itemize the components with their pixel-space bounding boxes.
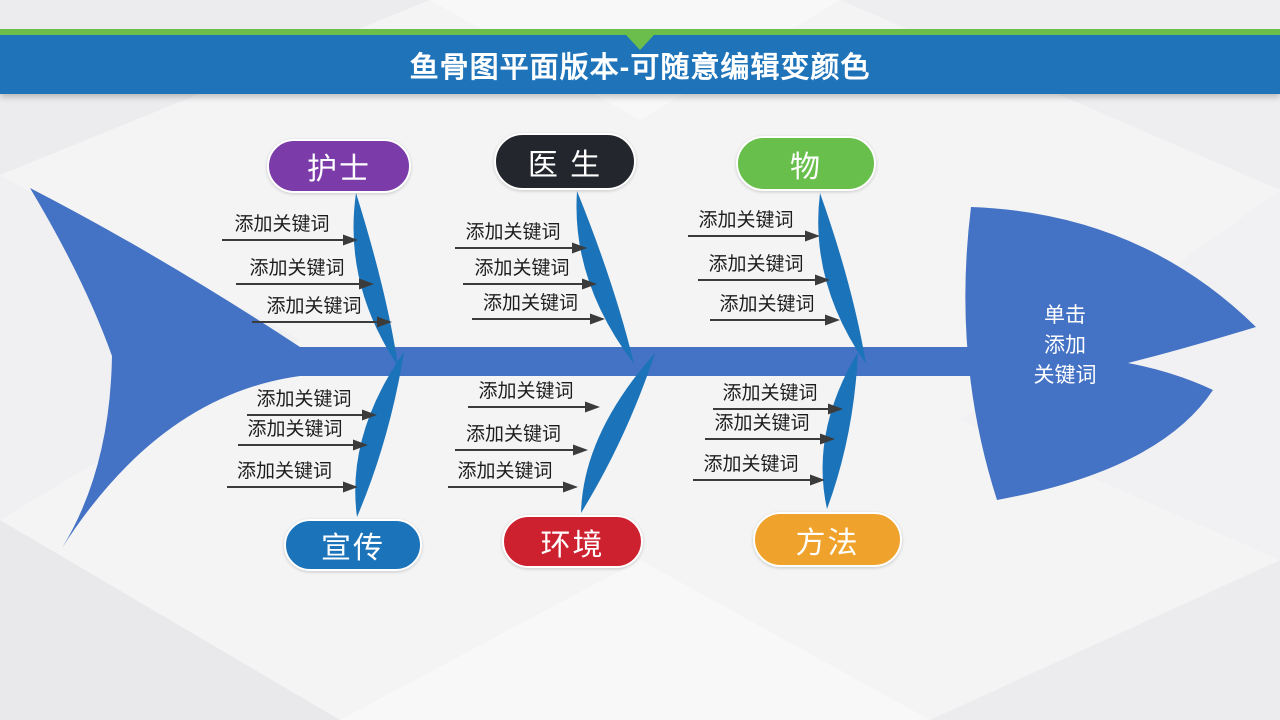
category-pill-material[interactable]: 物 [736, 136, 876, 191]
keyword-placeholder[interactable]: 添加关键词 [708, 254, 804, 275]
keyword-placeholder[interactable]: 添加关键词 [457, 461, 553, 482]
keyword-arrow [222, 234, 358, 246]
arrow-head-icon [825, 314, 840, 326]
head-placeholder-line: 单击 [1044, 304, 1086, 327]
keyword-arrow [693, 474, 825, 486]
keyword-placeholder[interactable]: 添加关键词 [703, 454, 799, 475]
keyword-placeholder[interactable]: 添加关键词 [247, 419, 343, 440]
keyword-arrow [472, 313, 605, 325]
arrow-head-icon [359, 278, 374, 290]
category-label: 环境 [540, 528, 605, 562]
arrow-head-icon [572, 242, 587, 254]
category-pill-method[interactable]: 方法 [753, 512, 902, 567]
rib-publicity [355, 352, 404, 517]
category-pill-nurse[interactable]: 护士 [267, 139, 411, 193]
keyword-placeholder[interactable]: 添加关键词 [256, 389, 352, 410]
keyword-arrow [688, 230, 820, 242]
keyword-placeholder[interactable]: 添加关键词 [714, 413, 810, 434]
keyword-arrow [463, 278, 597, 290]
keyword-arrow [227, 481, 358, 493]
category-pill-environment[interactable]: 环境 [502, 515, 643, 568]
head-placeholder[interactable]: 单击 添加 关键词 [1003, 301, 1127, 391]
keyword-arrow [698, 274, 830, 286]
rib-material [818, 193, 866, 364]
fish-head [965, 207, 1256, 500]
arrow-head-icon [573, 444, 588, 456]
arrow-head-icon [805, 230, 820, 242]
keyword-arrow [468, 401, 600, 413]
category-label: 宣传 [321, 532, 385, 565]
keyword-placeholder[interactable]: 添加关键词 [474, 258, 570, 279]
category-label: 物 [790, 150, 822, 184]
keyword-placeholder[interactable]: 添加关键词 [722, 383, 818, 404]
arrow-head-icon [590, 313, 605, 325]
arrow-head-icon [362, 409, 377, 421]
keyword-arrow [455, 444, 588, 456]
keyword-placeholder[interactable]: 添加关键词 [234, 214, 330, 235]
keyword-placeholder[interactable]: 添加关键词 [249, 258, 345, 279]
rib-environment [581, 353, 655, 513]
keyword-arrow [236, 278, 374, 290]
category-pill-publicity[interactable]: 宣传 [284, 519, 422, 571]
keyword-arrow [238, 439, 368, 451]
head-placeholder-line: 关键词 [1033, 364, 1097, 387]
arrow-head-icon [585, 401, 600, 413]
category-pill-doctor[interactable]: 医 生 [494, 133, 636, 190]
rib-doctor [576, 191, 634, 364]
keyword-arrow [713, 403, 843, 415]
accent-stripe [0, 29, 1280, 35]
head-placeholder-line: 添加 [1044, 334, 1086, 357]
accent-notch-icon [626, 35, 654, 50]
keyword-placeholder[interactable]: 添加关键词 [698, 210, 794, 231]
arrow-head-icon [377, 316, 392, 328]
category-label: 医 生 [527, 148, 603, 182]
keyword-placeholder[interactable]: 添加关键词 [266, 296, 362, 317]
category-label: 护士 [307, 153, 371, 186]
arrow-head-icon [343, 481, 358, 493]
arrow-head-icon [815, 274, 830, 286]
keyword-placeholder[interactable]: 添加关键词 [465, 222, 561, 243]
keyword-arrow [448, 481, 578, 493]
arrow-head-icon [820, 433, 835, 445]
arrow-head-icon [810, 474, 825, 486]
keyword-placeholder[interactable]: 添加关键词 [719, 294, 815, 315]
keyword-placeholder[interactable]: 添加关键词 [482, 293, 578, 314]
category-label: 方法 [795, 526, 860, 560]
fish-tail [30, 188, 300, 548]
slide-title[interactable]: 鱼骨图平面版本-可随意编辑变颜色 [409, 51, 871, 84]
arrow-head-icon [343, 234, 358, 246]
keyword-placeholder[interactable]: 添加关键词 [236, 461, 332, 482]
arrow-head-icon [563, 481, 578, 493]
keyword-arrow [455, 242, 587, 254]
arrow-head-icon [828, 403, 843, 415]
keyword-placeholder[interactable]: 添加关键词 [478, 381, 574, 402]
rib-method [822, 352, 858, 509]
keyword-arrow [705, 433, 835, 445]
keyword-arrow [710, 314, 840, 326]
keyword-placeholder[interactable]: 添加关键词 [465, 424, 561, 445]
keyword-arrow [252, 316, 392, 328]
arrow-head-icon [582, 278, 597, 290]
arrow-head-icon [353, 439, 368, 451]
keyword-arrow [247, 409, 377, 421]
